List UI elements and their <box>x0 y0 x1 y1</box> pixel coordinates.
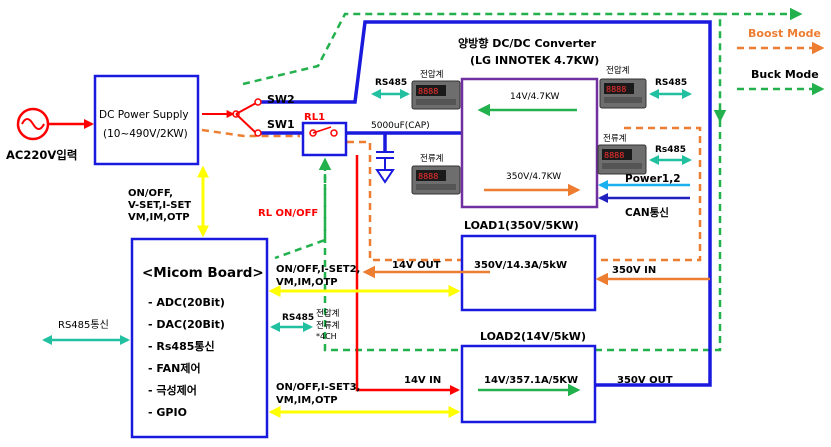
main-bus <box>258 20 712 387</box>
psu-title: DC Power Supply <box>99 109 189 121</box>
load1-title: LOAD1(350V/5KW) <box>464 219 579 232</box>
svg-text:전류계: 전류계 <box>420 153 443 164</box>
micom-board-box <box>130 237 269 439</box>
sw2-label: SW2 <box>267 93 295 106</box>
micom-meter-note-3: *4CH <box>316 332 337 341</box>
load2-in-path <box>355 155 460 395</box>
micom-item-rs485: - Rs485통신 <box>148 339 215 353</box>
load2-control-label-2: VM,IM,OTP <box>276 395 338 406</box>
svg-text:전압계: 전압계 <box>606 65 629 76</box>
switch-sw1 <box>202 110 262 137</box>
rs485-left-label: RS485 <box>375 78 407 88</box>
svg-text:8888: 8888 <box>604 151 624 160</box>
converter-high-label: 350V/4.7KW <box>506 172 561 182</box>
load2-out-label: 350V OUT <box>617 375 673 386</box>
legend-boost-label: Boost Mode <box>748 27 821 40</box>
psu-rating: (10~490V/2KW) <box>103 128 188 140</box>
psu-control-label-3: VM,IM,OTP <box>128 212 190 223</box>
load2-title: LOAD2(14V/5kW) <box>480 330 586 343</box>
load1-rating: 350V/14.3A/5kW <box>474 260 567 271</box>
relay-contacts <box>309 126 338 137</box>
capacitor-symbol <box>375 151 395 184</box>
ac-source-icon <box>16 107 50 141</box>
load1-control-label-2: VM,IM,OTP <box>276 277 338 288</box>
load2-rating: 14V/357.1A/5KW <box>484 375 578 386</box>
load2-control-label-1: ON/OFF,I-SET3, <box>276 382 360 393</box>
micom-meter-note-1: 전압계 <box>316 308 339 319</box>
relay-rl1 <box>301 121 348 157</box>
micom-item-adc: - ADC(20Bit) <box>148 296 225 309</box>
micom-item-fan: - FAN제어 <box>148 361 201 375</box>
micom-item-polarity: - 극성제어 <box>148 383 197 397</box>
rs485-lower-right-label: Rs485 <box>655 145 686 155</box>
converter-title: 양방향 DC/DC Converter <box>458 36 597 50</box>
sw1-label: SW1 <box>267 118 295 131</box>
svg-text:전류계: 전류계 <box>603 133 626 144</box>
micom-rs485-meter-label: RS485 <box>282 313 314 323</box>
ac-source-label: AC220V입력 <box>6 148 77 162</box>
dc-power-supply-box <box>93 74 200 166</box>
svg-text:8888: 8888 <box>606 85 626 94</box>
load1-in-label: 350V IN <box>612 265 656 276</box>
power-input-label: Power1,2 <box>625 173 681 185</box>
load1-box <box>460 234 597 312</box>
svg-text:8888: 8888 <box>418 87 438 96</box>
load2-in-label: 14V IN <box>404 375 441 386</box>
micom-title: <Micom Board> <box>142 265 264 281</box>
rs485-right-label: RS485 <box>655 78 687 88</box>
legend-buck-label: Buck Mode <box>751 68 819 81</box>
svg-text:8888: 8888 <box>418 172 438 181</box>
ammeter-left: 전류계 8888 <box>411 153 461 195</box>
micom-meter-note-2: 전류계 <box>316 320 339 331</box>
micom-rs485-ext-label: RS485통신 <box>58 319 109 331</box>
svg-text:전압계: 전압계 <box>420 69 443 80</box>
rl1-label: RL1 <box>304 112 325 123</box>
ammeter-right: 전류계 8888 <box>597 133 647 175</box>
capacitor-label: 5000uF(CAP) <box>371 121 430 131</box>
psu-control-label-2: V-SET,I-SET <box>128 200 191 211</box>
load1-out-label: 14V OUT <box>392 260 441 271</box>
converter-subtitle: (LG INNOTEK 4.7KW) <box>470 54 599 67</box>
switch-sw2 <box>232 98 262 118</box>
micom-item-dac: - DAC(20Bit) <box>148 318 225 331</box>
psu-control-label-1: ON/OFF, <box>128 188 173 199</box>
load1-control-label-1: ON/OFF,I-SET2, <box>276 264 360 275</box>
converter-low-label: 14V/4.7KW <box>510 92 560 102</box>
voltmeter-right: 전압계 8888 <box>599 65 647 109</box>
can-input-label: CAN통신 <box>625 206 669 219</box>
micom-item-gpio: - GPIO <box>148 406 187 419</box>
voltmeter-left: 전압계 8888 <box>411 69 461 110</box>
rl-control-label: RL ON/OFF <box>258 208 318 219</box>
